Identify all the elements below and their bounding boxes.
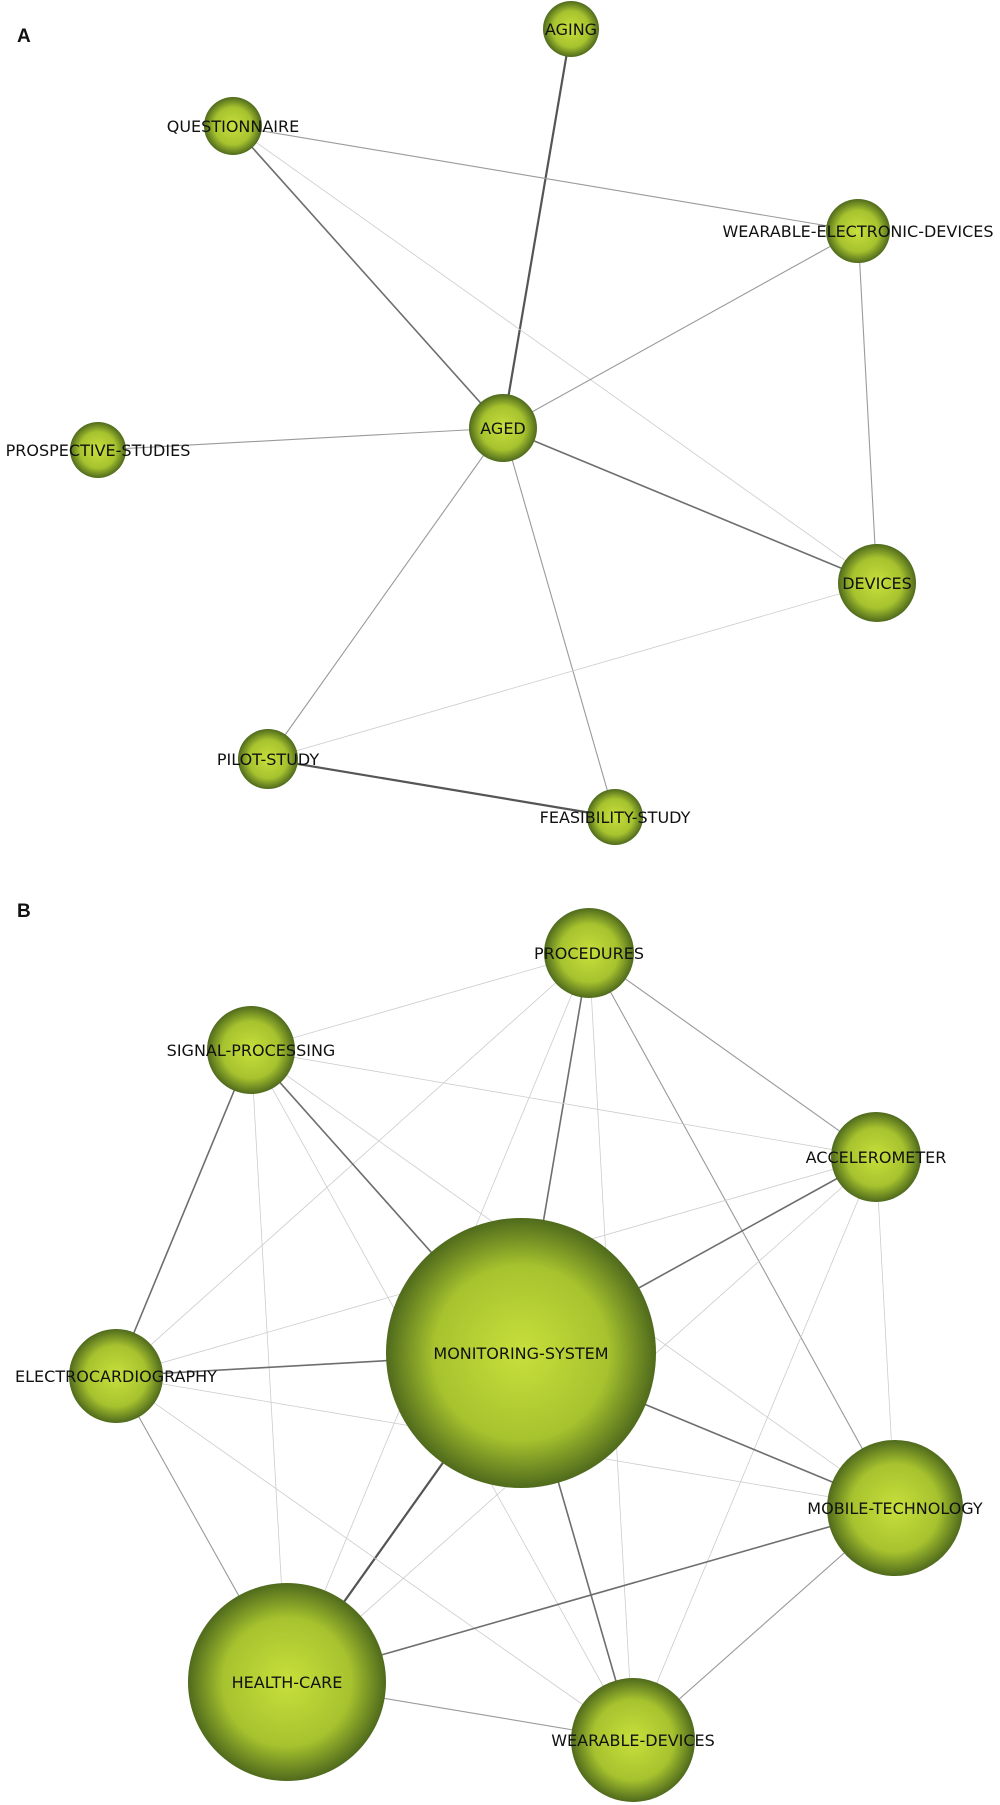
node-feasibility-study[interactable] — [587, 789, 643, 845]
edge-pilot-study-feasibility-study — [266, 757, 617, 819]
edge-aged-devices — [502, 427, 878, 584]
node-health-care[interactable] — [188, 1583, 386, 1781]
node-label-prospective-studies: PROSPECTIVE-STUDIES — [6, 441, 191, 460]
node-label-pilot-study: PILOT-STUDY — [217, 750, 319, 769]
node-label-wearable-electronic-devices: WEARABLE-ELECTRONIC-DEVICES — [722, 222, 993, 241]
edge-accelerometer-wearable-devices — [632, 1156, 877, 1741]
node-label-accelerometer: ACCELEROMETER — [806, 1148, 947, 1167]
edge-signal-processing-health-care — [250, 1049, 288, 1683]
node-prospective-studies[interactable] — [70, 422, 126, 478]
node-label-signal-processing: SIGNAL-PROCESSING — [167, 1041, 336, 1060]
node-label-mobile-technology: MOBILE-TECHNOLOGY — [807, 1499, 983, 1518]
node-label-wearable-devices: WEARABLE-DEVICES — [551, 1731, 715, 1750]
node-questionnaire[interactable] — [204, 97, 262, 155]
node-pilot-study[interactable] — [238, 729, 298, 789]
node-label-feasibility-study: FEASIBILITY-STUDY — [540, 808, 691, 827]
panel-b-letter: B — [17, 901, 31, 922]
edge-aged-pilot-study — [267, 427, 504, 760]
node-label-health-care: HEALTH-CARE — [232, 1673, 343, 1692]
node-label-aged: AGED — [480, 419, 526, 438]
edge-electrocardiography-wearable-devices — [115, 1375, 634, 1741]
nodes-layer — [69, 1, 963, 1802]
panel-a-letter: A — [17, 26, 31, 47]
edge-questionnaire-devices — [232, 125, 878, 584]
node-wearable-devices[interactable] — [571, 1678, 695, 1802]
edge-prospective-studies-aged — [97, 427, 504, 451]
edge-wearable-electronic-devices-devices — [857, 230, 878, 584]
node-aged[interactable] — [469, 394, 537, 462]
edge-wearable-electronic-devices-aged — [502, 230, 859, 429]
node-devices[interactable] — [838, 544, 916, 622]
edge-signal-processing-accelerometer — [250, 1049, 877, 1158]
edge-questionnaire-wearable-electronic-devices — [232, 125, 859, 232]
node-procedures[interactable] — [544, 908, 634, 998]
node-label-procedures: PROCEDURES — [534, 944, 644, 963]
edge-signal-processing-electrocardiography — [115, 1049, 252, 1377]
node-accelerometer[interactable] — [831, 1112, 921, 1202]
node-label-devices: DEVICES — [842, 574, 912, 593]
node-wearable-electronic-devices[interactable] — [826, 199, 890, 263]
node-electrocardiography[interactable] — [69, 1329, 163, 1423]
node-signal-processing[interactable] — [207, 1006, 295, 1094]
edge-mobile-technology-health-care — [286, 1507, 896, 1683]
edge-procedures-signal-processing — [250, 952, 590, 1051]
node-label-electrocardiography: ELECTROCARDIOGRAPHY — [15, 1367, 217, 1386]
node-label-aging: AGING — [545, 20, 597, 39]
node-label-questionnaire: QUESTIONNAIRE — [167, 117, 299, 136]
edge-aging-aged — [501, 27, 573, 430]
edge-procedures-accelerometer — [588, 952, 877, 1158]
node-aging[interactable] — [543, 1, 599, 57]
node-monitoring-system[interactable] — [386, 1218, 656, 1488]
node-mobile-technology[interactable] — [827, 1440, 963, 1576]
edge-devices-pilot-study — [267, 582, 878, 760]
labels-layer: AGING QUESTIONNAIRE WEARABLE-ELECTRONIC-DE… — [6, 20, 994, 1750]
edge-aged-feasibility-study — [502, 427, 616, 818]
edge-questionnaire-aged — [232, 125, 504, 429]
node-label-monitoring-system: MONITORING-SYSTEM — [433, 1344, 608, 1363]
